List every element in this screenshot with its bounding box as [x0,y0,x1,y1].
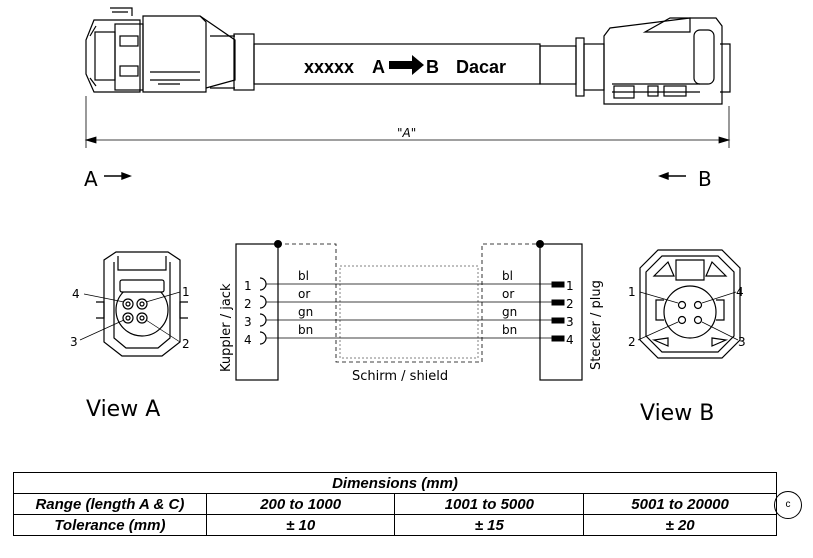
table-cell: 5001 to 20000 [583,493,777,515]
cable-arrow-icon [389,55,424,75]
length-label: "A" [397,126,416,140]
end-b-arrow-icon [658,171,686,181]
wire-color-right-2: or [502,287,514,301]
jack-label: Kuppler / jack [219,283,234,372]
cable-part-label: xxxxx [304,57,354,77]
view-a-face [79,251,188,357]
plug-label: Stecker / plug [589,280,604,370]
table-cell: 1001 to 5000 [394,493,585,515]
table-row-label: Range (length A & C) [13,493,207,515]
wire-color-left-1: bl [298,269,309,283]
view-a-pin-1: 1 [182,285,190,299]
wire-color-right-4: bn [502,323,517,337]
revision-mark: c [774,491,802,519]
jack-pin-3: 3 [244,315,252,329]
table-row: Range (length A & C) 200 to 1000 1001 to… [13,493,777,515]
view-b-caption: View B [640,401,714,426]
jack-pin-2: 2 [244,297,252,311]
table-row: Tolerance (mm) ± 10 ± 15 ± 20 [13,514,777,536]
plug-pin-1: 1 [566,279,574,293]
end-b-label: B [698,167,712,191]
jack-pin-1: 1 [244,279,252,293]
jack-pin-4: 4 [244,333,252,347]
left-connector [85,7,255,93]
table-header: Dimensions (mm) [13,472,777,494]
shield-label: Schirm / shield [352,369,448,384]
plug-pin-3: 3 [566,315,574,329]
table-row-label: Tolerance (mm) [13,514,207,536]
view-a-pin-2: 2 [182,337,190,351]
view-b-pin-4: 4 [736,285,744,299]
view-a-pin-3: 3 [70,335,78,349]
view-b-pin-3: 3 [738,335,746,349]
view-b-pin-1: 1 [628,285,636,299]
length-dimension [84,96,731,148]
view-a-pin-4: 4 [72,287,80,301]
cable-assembly [85,7,731,105]
table-cell: 200 to 1000 [205,493,396,515]
table-cell: ± 15 [394,514,585,536]
wire-color-left-3: gn [298,305,313,319]
wire-color-right-1: bl [502,269,513,283]
wire-color-left-2: or [298,287,310,301]
wire-color-left-4: bn [298,323,313,337]
cable-from-label: A [372,57,385,77]
wire-color-right-3: gn [502,305,517,319]
wiring-schematic [235,240,583,381]
table-cell: ± 20 [583,514,777,536]
end-a-arrow-icon [104,171,132,181]
plug-pin-4: 4 [566,333,574,347]
right-connector [539,17,731,105]
view-a-caption: View A [86,397,160,422]
table-cell: ± 10 [205,514,396,536]
end-a-label: A [84,167,98,191]
view-b-face [637,249,741,359]
plug-pin-2: 2 [566,297,574,311]
table-header-row: Dimensions (mm) [13,472,777,494]
dimensions-table: Dimensions (mm) Range (length A & C) 200… [13,472,777,536]
cable-brand-label: Dacar [456,57,506,77]
view-b-pin-2: 2 [628,335,636,349]
cable-to-label: B [426,57,439,77]
